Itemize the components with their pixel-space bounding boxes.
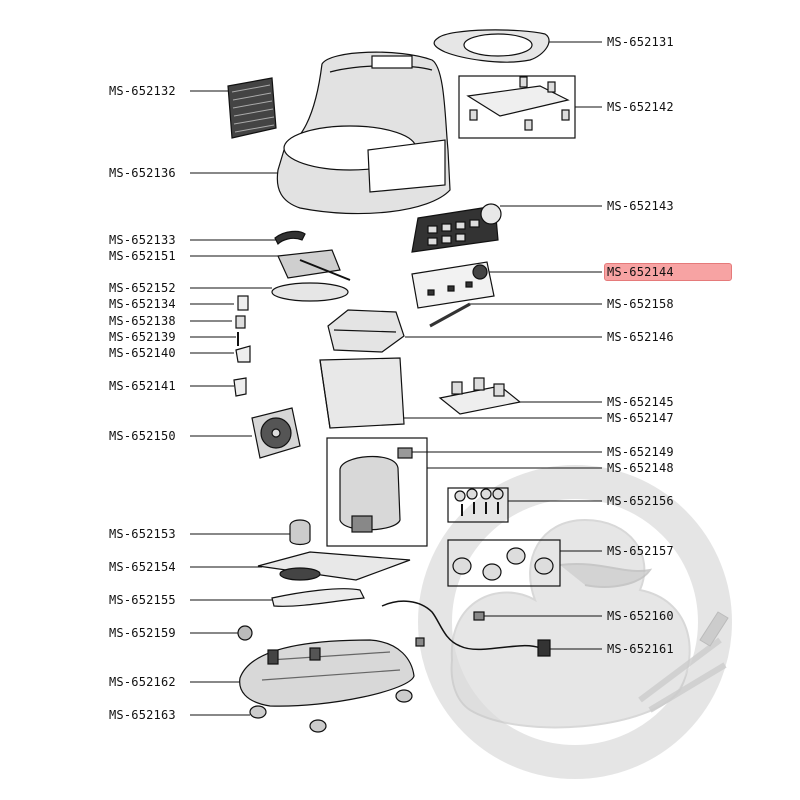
part-label-652144-highlighted[interactable]: MS-652144	[604, 263, 732, 281]
part-label-652152[interactable]: MS-652152	[109, 281, 176, 295]
part-label-652162[interactable]: MS-652162	[109, 675, 176, 689]
part-label-652147[interactable]: MS-652147	[607, 411, 674, 425]
part-label-652161[interactable]: MS-652161	[607, 642, 674, 656]
part-label-652157[interactable]: MS-652157	[607, 544, 674, 558]
housing-part	[276, 51, 451, 215]
part-label-652163[interactable]: MS-652163	[109, 708, 176, 722]
leader-lines	[190, 41, 602, 716]
watermark-logo	[418, 465, 732, 779]
part-label-652153[interactable]: MS-652153	[109, 527, 176, 541]
fan-part	[251, 407, 301, 459]
part-label-652158[interactable]: MS-652158	[607, 297, 674, 311]
part-label-652159[interactable]: MS-652159	[109, 626, 176, 640]
control-panel-part	[411, 203, 502, 253]
part-label-652141[interactable]: MS-652141	[109, 379, 176, 393]
part-label-652156[interactable]: MS-652156	[607, 494, 674, 508]
part-label-652140[interactable]: MS-652140	[109, 346, 176, 360]
part-label-652148[interactable]: MS-652148	[607, 461, 674, 475]
base-part	[239, 639, 415, 707]
part-label-652132[interactable]: MS-652132	[109, 84, 176, 98]
part-label-652142[interactable]: MS-652142	[607, 100, 674, 114]
part-label-652133[interactable]: MS-652133	[109, 233, 176, 247]
grille-part	[227, 77, 277, 139]
part-label-652160[interactable]: MS-652160	[607, 609, 674, 623]
part-label-652139[interactable]: MS-652139	[109, 330, 176, 344]
part-label-652134[interactable]: MS-652134	[109, 297, 176, 311]
part-label-652146[interactable]: MS-652146	[607, 330, 674, 344]
part-label-652155[interactable]: MS-652155	[109, 593, 176, 607]
part-label-652138[interactable]: MS-652138	[109, 314, 176, 328]
part-label-652143[interactable]: MS-652143	[607, 199, 674, 213]
part-label-652131[interactable]: MS-652131	[607, 35, 674, 49]
parts-drawings	[227, 29, 576, 733]
part-label-652151[interactable]: MS-652151	[109, 249, 176, 263]
part-label-652154[interactable]: MS-652154	[109, 560, 176, 574]
part-label-652150[interactable]: MS-652150	[109, 429, 176, 443]
part-label-652136[interactable]: MS-652136	[109, 166, 176, 180]
part-label-652145[interactable]: MS-652145	[607, 395, 674, 409]
part-label-652149[interactable]: MS-652149	[607, 445, 674, 459]
